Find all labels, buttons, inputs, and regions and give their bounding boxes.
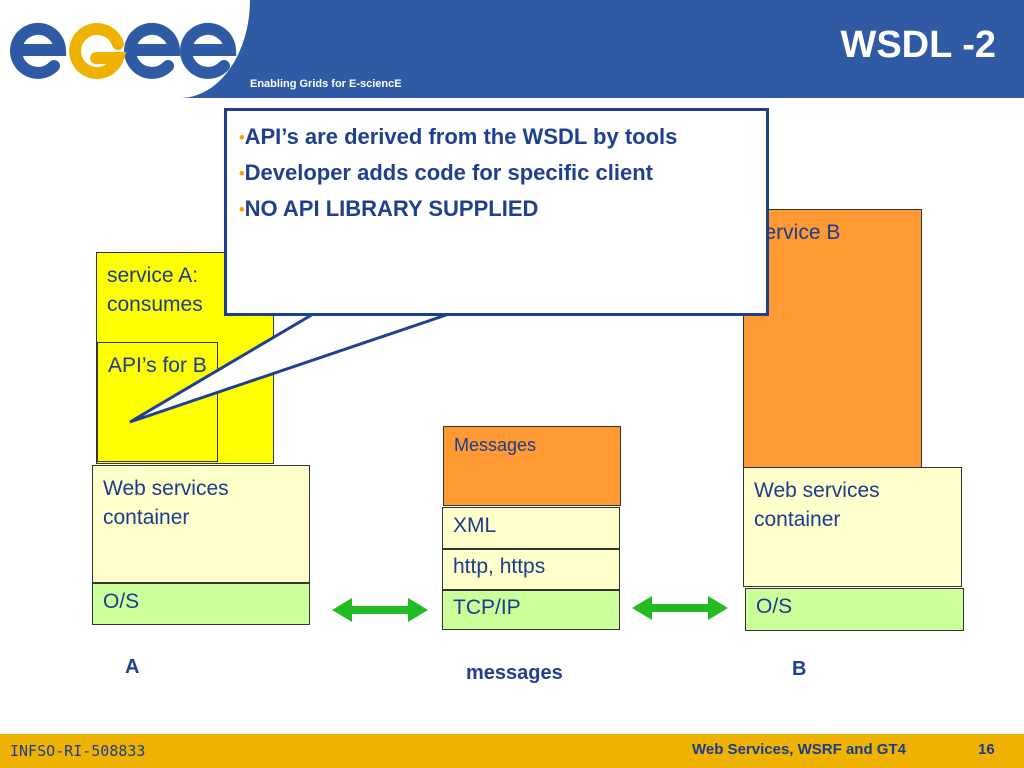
callout-item: •Developer adds code for specific client	[239, 159, 653, 185]
container-b-box: Web services container	[743, 467, 962, 587]
bullet-icon: •	[239, 201, 245, 219]
http-box: http, https	[442, 549, 620, 590]
double-arrow-right	[632, 596, 728, 620]
container-a-label: Web services container	[103, 477, 229, 530]
apis-for-b-box: API’s for B	[97, 342, 218, 462]
caption-a: A	[125, 656, 140, 678]
tagline: Enabling Grids for E-sciencE	[250, 78, 402, 90]
tcp-label: TCP/IP	[453, 596, 521, 619]
http-label: http, https	[453, 555, 546, 578]
egee-logo	[10, 22, 237, 79]
service-b-box: service B	[743, 209, 922, 471]
page-title: WSDL -2	[840, 24, 996, 66]
footer-bar	[0, 734, 1024, 768]
callout-item: •NO API LIBRARY SUPPLIED	[239, 195, 539, 221]
xml-label: XML	[453, 514, 497, 537]
apis-for-b-label: API’s for B	[108, 354, 207, 377]
caption-b: B	[792, 658, 807, 680]
callout-box: •API’s are derived from the WSDL by tool…	[224, 108, 769, 316]
callout-item: •API’s are derived from the WSDL by tool…	[239, 124, 678, 149]
page-number: 16	[978, 741, 995, 758]
os-b-label: O/S	[756, 595, 793, 618]
xml-box: XML	[442, 507, 620, 549]
container-a-box: Web services container	[92, 465, 310, 583]
os-a-label: O/S	[103, 590, 140, 613]
os-a-box: O/S	[92, 583, 310, 625]
footer-project-code: INFSO-RI-508833	[10, 742, 146, 760]
bullet-icon: •	[239, 129, 245, 147]
tcp-box: TCP/IP	[442, 590, 620, 630]
os-b-box: O/S	[745, 588, 964, 631]
service-b-label: service B	[754, 221, 841, 244]
container-b-label: Web services container	[754, 479, 880, 532]
messages-box: Messages	[443, 426, 621, 506]
footer-title: Web Services, WSRF and GT4	[692, 741, 906, 758]
caption-messages: messages	[466, 662, 563, 684]
double-arrow-left	[332, 598, 428, 622]
messages-label: Messages	[454, 435, 537, 455]
bullet-icon: •	[239, 165, 245, 183]
